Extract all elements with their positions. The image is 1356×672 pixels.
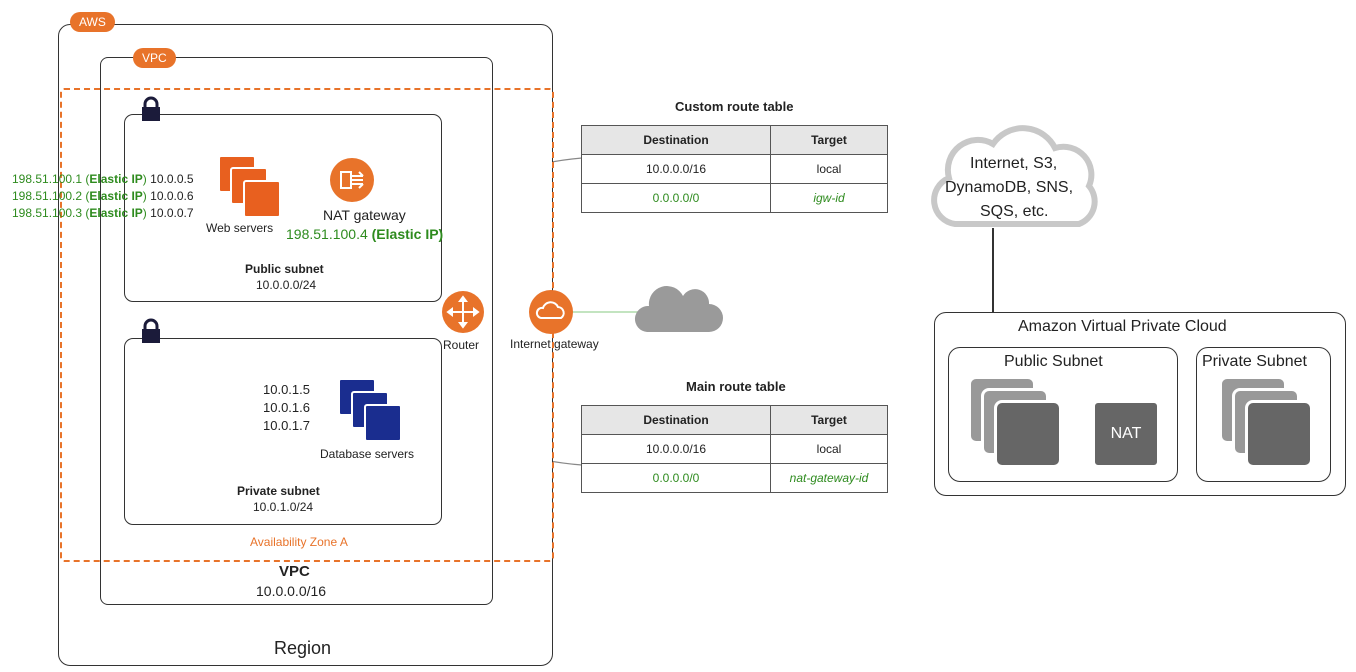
nat-gateway-label: NAT gateway <box>323 207 406 223</box>
router-icon <box>442 291 484 333</box>
column-header: Target <box>770 405 888 435</box>
region-label: Region <box>274 638 332 658</box>
internet-cloud-icon <box>925 112 1115 232</box>
private-subnet-cidr: 10.0.1.0/24 <box>253 500 314 514</box>
column-header: Target <box>770 125 888 155</box>
db-ip: 10.0.1.5 <box>263 382 310 397</box>
vpc-cidr: 10.0.0.0/16 <box>256 583 327 599</box>
cloud-text-line: Internet, S3, <box>970 155 1058 172</box>
public-subnet-box <box>124 114 442 302</box>
cloud-text-line: SQS, etc. <box>980 203 1049 220</box>
db-ip: 10.0.1.7 <box>263 418 310 433</box>
custom-route-table-title: Custom route table <box>675 99 794 114</box>
ip-row: 198.51.100.1 (Elastic IP) 10.0.0.5 <box>12 172 194 186</box>
server-icon <box>994 400 1062 468</box>
aws-badge: AWS <box>70 12 115 32</box>
db-ip: 10.0.1.6 <box>263 400 310 415</box>
nat-gateway-ip: 198.51.100.4 (Elastic IP) <box>286 226 444 242</box>
right-private-subnet-label: Private Subnet <box>1202 353 1307 370</box>
internet-gateway-label: Internet gateway <box>510 337 599 351</box>
table-row: 10.0.0.0/16 local <box>581 154 888 184</box>
private-subnet-name: Private subnet <box>237 484 320 498</box>
cloud-icon <box>633 278 723 334</box>
router-label: Router <box>443 338 480 352</box>
vpc-title: VPC <box>279 563 310 580</box>
cloud-text-line: DynamoDB, SNS, <box>945 179 1074 196</box>
table-row: 0.0.0.0/0 nat-gateway-id <box>581 463 888 493</box>
column-header: Destination <box>581 405 771 435</box>
database-servers-label: Database servers <box>320 447 415 461</box>
vpc-badge: VPC <box>133 48 176 68</box>
nat-gateway-icon <box>330 158 374 202</box>
ip-row: 198.51.100.3 (Elastic IP) 10.0.0.7 <box>12 206 194 220</box>
amazon-vpc-title: Amazon Virtual Private Cloud <box>1018 318 1227 335</box>
lock-icon <box>140 318 162 344</box>
ip-row: 198.51.100.2 (Elastic IP) 10.0.0.6 <box>12 189 194 203</box>
web-servers-label: Web servers <box>206 221 274 235</box>
table-row: 0.0.0.0/0 igw-id <box>581 183 888 213</box>
public-subnet-name: Public subnet <box>245 262 324 276</box>
public-subnet-cidr: 10.0.0.0/24 <box>256 278 317 292</box>
custom-route-table: Destination Target 10.0.0.0/16 local 0.0… <box>581 125 888 213</box>
table-row: 10.0.0.0/16 local <box>581 434 888 464</box>
right-public-subnet-label: Public Subnet <box>1004 353 1103 370</box>
nat-icon: NAT <box>1092 400 1160 468</box>
lock-icon <box>140 96 162 122</box>
internet-gateway-icon <box>529 290 573 334</box>
server-icon <box>1245 400 1313 468</box>
nat-label: NAT <box>1110 425 1142 442</box>
database-server-icon <box>364 404 402 442</box>
main-route-table: Destination Target 10.0.0.0/16 local 0.0… <box>581 405 888 493</box>
az-label: Availability Zone A <box>250 535 348 549</box>
web-server-icon <box>243 180 281 218</box>
column-header: Destination <box>581 125 771 155</box>
main-route-table-title: Main route table <box>686 379 786 394</box>
